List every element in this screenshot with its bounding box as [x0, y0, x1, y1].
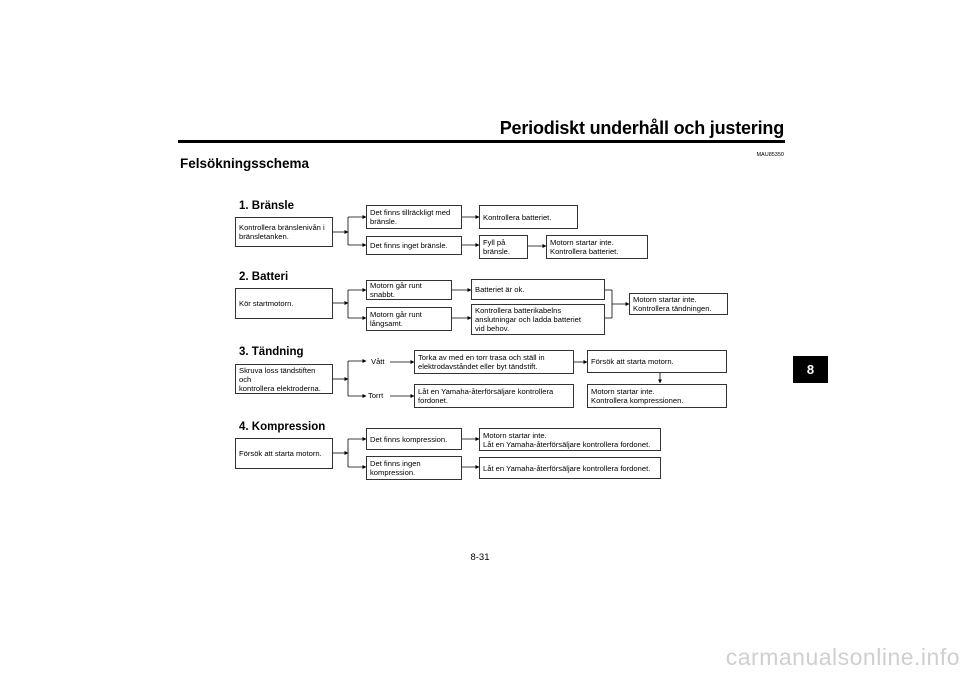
page-header-title: Periodiskt underhåll och justering: [499, 118, 784, 138]
ignition-wet-label: Vått: [371, 357, 385, 366]
battery-fast-box: Motorn går runt snabbt.: [366, 280, 452, 300]
compression-dealer-box: Låt en Yamaha-återförsäljare kontrollera…: [479, 457, 661, 479]
ignition-start-box: Skruva loss tändstiften och kontrollera …: [235, 364, 333, 394]
fuel-sufficient-box: Det finns tillräckligt med bränsle.: [366, 205, 462, 229]
section-title: Felsökningsschema: [180, 156, 310, 171]
ignition-try-start-box: Försök att starta motorn.: [587, 350, 727, 373]
compression-start-box: Försök att starta motorn.: [235, 438, 333, 469]
compression-has-box: Det finns kompression.: [366, 428, 462, 450]
fuel-check-battery-box: Kontrollera batteriet.: [479, 205, 578, 229]
group-title-battery: 2. Batteri: [239, 271, 289, 283]
header-rule: [178, 140, 785, 143]
watermark-text: carmanualsonline.info: [725, 644, 960, 670]
compression-not-start-box: Motorn startar inte. Låt en Yamaha-återf…: [479, 428, 661, 451]
battery-check-cables-box: Kontrollera batterikabelns anslutningar …: [471, 304, 605, 335]
fuel-not-start-box: Motorn startar inte. Kontrollera batteri…: [546, 235, 648, 259]
compression-none-box: Det finns ingen kompression.: [366, 456, 462, 480]
ignition-dry-label: Torrt: [368, 391, 384, 400]
battery-start-box: Kör startmotorn.: [235, 288, 333, 319]
ignition-dealer-box: Låt en Yamaha-återförsäljare kontrollera…: [414, 384, 574, 408]
battery-slow-box: Motorn går runt långsamt.: [366, 307, 452, 331]
group-title-compression: 4. Kompression: [239, 421, 326, 433]
document-code: MAU85350: [756, 152, 784, 158]
group-title-ignition: 3. Tändning: [239, 346, 304, 358]
chapter-tab[interactable]: 8: [793, 356, 828, 383]
ignition-wipe-box: Torka av med en torr trasa och ställ in …: [414, 350, 574, 374]
fuel-start-box: Kontrollera bränslenivån i bränsletanken…: [235, 217, 333, 247]
fuel-none-box: Det finns inget bränsle.: [366, 236, 462, 255]
fuel-refuel-box: Fyll på bränsle.: [479, 235, 528, 259]
group-title-fuel: 1. Bränsle: [239, 200, 294, 212]
battery-not-start-box: Motorn startar inte. Kontrollera tändnin…: [629, 293, 728, 315]
page-number: 8-31: [470, 552, 490, 563]
ignition-not-start-box: Motorn startar inte. Kontrollera kompres…: [587, 384, 727, 408]
battery-ok-box: Batteriet är ok.: [471, 279, 605, 300]
